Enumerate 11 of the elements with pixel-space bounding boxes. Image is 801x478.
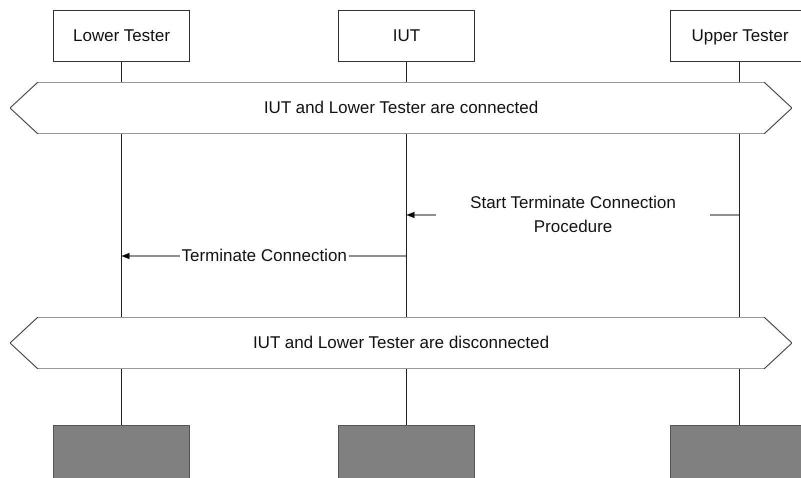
lifeline-end-block <box>53 425 190 478</box>
state-text: IUT and Lower Tester are connected <box>264 98 538 118</box>
participant-name: IUT <box>392 26 420 46</box>
participant-name: Lower Tester <box>72 26 170 46</box>
participant-box <box>670 10 801 62</box>
participant-box <box>53 10 190 62</box>
participant-box <box>338 10 475 62</box>
lifeline-end-block <box>670 425 801 478</box>
state-text: IUT and Lower Tester are disconnected <box>252 333 550 353</box>
participant-name: Upper Tester <box>691 26 788 46</box>
lifeline-end-block <box>338 425 475 478</box>
